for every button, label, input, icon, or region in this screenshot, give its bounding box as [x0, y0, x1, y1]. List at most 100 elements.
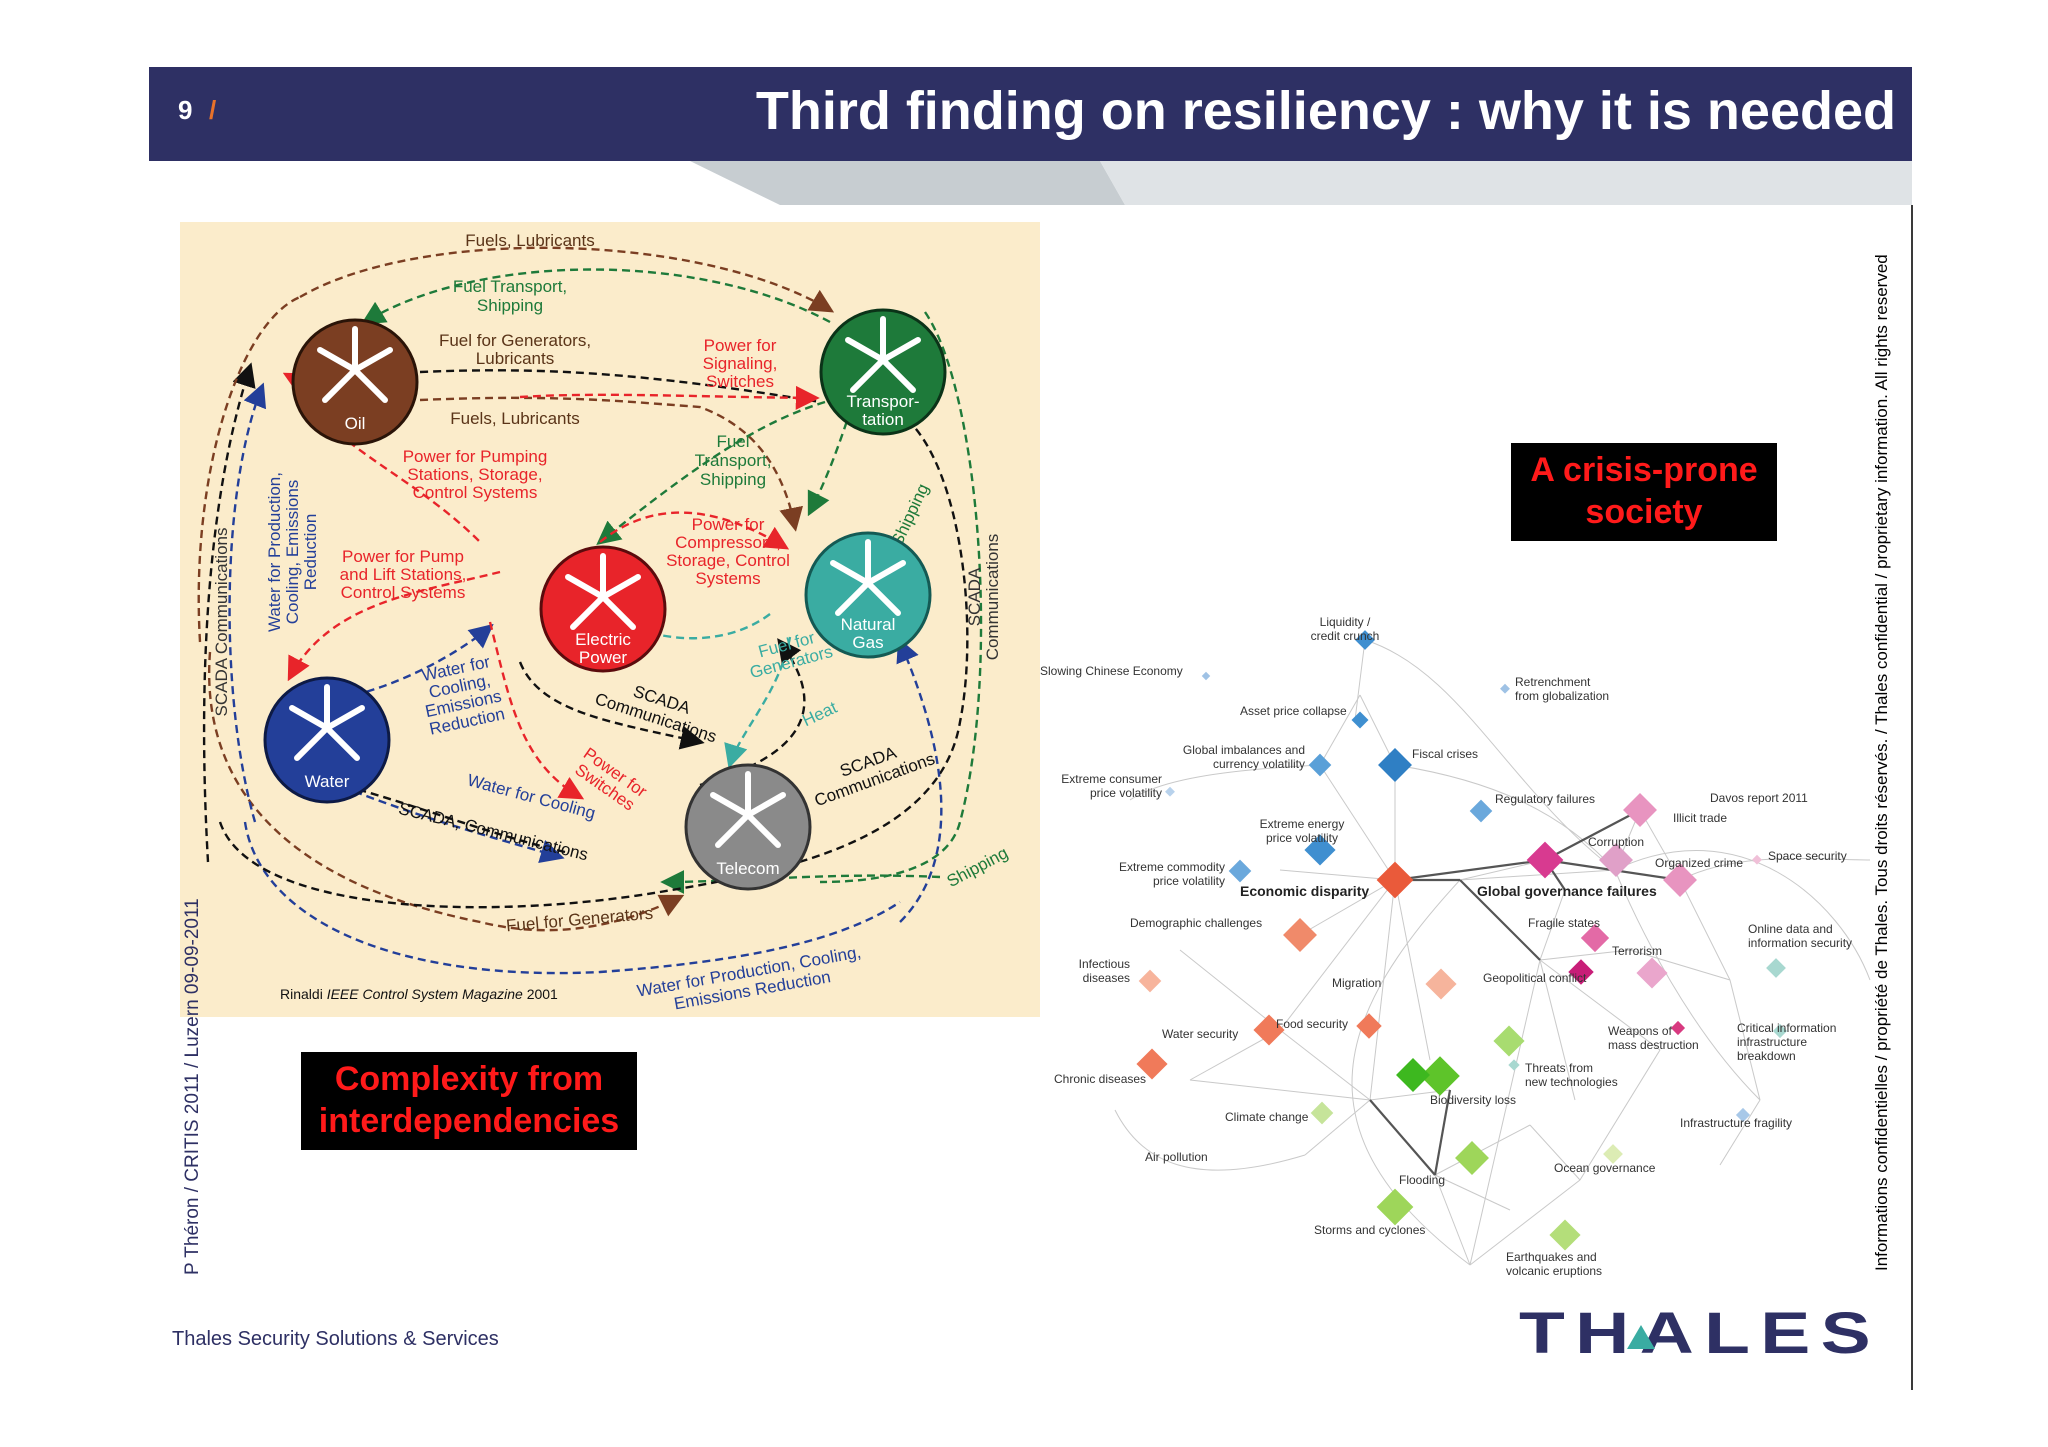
link-water-oil	[228, 382, 267, 823]
risk-label-organized-crime: Organized crime	[1655, 856, 1743, 870]
risk-node-extreme-consumer	[1165, 786, 1175, 797]
link-telecom-electric	[518, 661, 705, 750]
logo-accent	[1627, 1325, 1655, 1349]
node-oil: Oil	[291, 318, 419, 446]
risk-node-regulatory	[1469, 799, 1493, 823]
risk-nodes	[1136, 630, 1788, 1251]
node-water-label: Water	[305, 772, 350, 791]
risk-node-corruption	[1599, 843, 1633, 877]
label-water-production-bottom: Water for Production, Cooling,Emissions …	[636, 943, 866, 1017]
risk-label-economic-disparity: Economic disparity	[1240, 883, 1369, 899]
link-electric-water	[287, 570, 501, 682]
risk-node-organized-crime	[1663, 863, 1697, 897]
link-scada-transport	[218, 404, 969, 909]
title-bar	[149, 67, 1912, 161]
infrastructure-diagram: Fuels, Lubricants Fuel Transport,Shippin…	[180, 222, 1040, 1017]
risk-node-retrenchment	[1500, 683, 1510, 694]
risk-label-water-security: Water security	[1162, 1027, 1238, 1041]
risk-node-online-data	[1766, 958, 1786, 978]
label-fuel-generators-lubricants: Fuel for Generators,Lubricants	[439, 331, 591, 368]
interdependency-svg: Fuels, Lubricants Fuel Transport,Shippin…	[197, 231, 1011, 1017]
label-water-cooling-emissions: Water forCooling,EmissionsReduction	[416, 651, 507, 739]
risk-node-threats-tech	[1508, 1059, 1520, 1071]
risk-label-ocean: Ocean governance	[1554, 1161, 1656, 1175]
label-heat: Heat	[799, 698, 840, 731]
risk-label-source: Davos report 2011	[1710, 791, 1808, 805]
risk-label-fragile-states: Fragile states	[1528, 916, 1600, 930]
risk-label-global-governance: Global governance failures	[1477, 883, 1657, 899]
risk-label-corruption: Corruption	[1588, 835, 1644, 849]
link-oil-left-arc	[197, 295, 301, 643]
risk-node-infra-fragility	[1735, 1107, 1751, 1123]
side-credit: P Théron / CRITIS 2011 / Luzern 09-09-20…	[182, 898, 203, 1275]
link-transport-oil-shipping	[360, 268, 831, 325]
link-water-gas-right	[896, 637, 943, 923]
risk-node-earthquakes	[1549, 1219, 1581, 1251]
thales-logo: THALES	[1519, 1303, 1881, 1363]
risk-label-storms: Storms and cyclones	[1314, 1223, 1425, 1237]
risk-node-liquidity	[1355, 630, 1375, 650]
risk-label-biodiversity: Biodiversity loss	[1430, 1093, 1516, 1107]
risk-label-slowing-china: Slowing Chinese Economy	[1040, 664, 1183, 678]
link-electric-transport	[519, 385, 820, 410]
risk-node-demographic	[1283, 918, 1317, 952]
label-scada-right: SCADACommunications	[965, 534, 1002, 661]
risk-node-asset-price	[1351, 711, 1369, 729]
risk-node-infectious	[1138, 969, 1162, 993]
footer-company: Thales Security Solutions & Services	[172, 1328, 499, 1350]
link-water-telecom	[329, 780, 565, 863]
node-water: Water	[263, 676, 391, 804]
risk-label-space-security: Space security	[1768, 849, 1847, 863]
risk-node-fiscal-crises	[1378, 748, 1412, 782]
label-water-production-left: Water for Production,Cooling, EmissionsR…	[265, 472, 320, 632]
risk-node-food-security	[1356, 1013, 1382, 1039]
risk-label-asset-price: Asset price collapse	[1240, 704, 1347, 718]
risk-node-global-imbalances	[1308, 753, 1332, 777]
risk-node-slowing-china	[1201, 671, 1211, 681]
risk-label-chronic: Chronic diseases	[1054, 1072, 1146, 1086]
label-fuels-lubricants-mid: Fuels, Lubricants	[450, 409, 579, 428]
citation: Rinaldi IEEE Control System Magazine 200…	[280, 986, 558, 1002]
link-water-gas-bottom	[243, 821, 901, 975]
risk-links	[1114, 639, 1871, 1266]
risk-label-regulatory: Regulatory failures	[1495, 792, 1595, 806]
risk-node-terrorism	[1636, 957, 1668, 989]
risk-label-liquidity: Liquidity /credit crunch	[1311, 615, 1380, 643]
risk-label-infra-fragility: Infrastructure fragility	[1680, 1116, 1792, 1130]
callout-complexity: Complexity from interdependencies	[301, 1052, 637, 1150]
page-slash: /	[209, 95, 217, 125]
risk-node-critical-infra	[1772, 1023, 1788, 1039]
risk-node-flooding	[1455, 1141, 1489, 1175]
risk-node-extreme-commodity	[1228, 859, 1252, 883]
risk-node-illicit-trade	[1623, 793, 1657, 827]
risk-labels: Liquidity /credit crunch Slowing Chinese…	[1040, 615, 1852, 1278]
risk-node-air-pollution	[1310, 1101, 1334, 1125]
node-telecom: Telecom	[684, 763, 812, 891]
slide-title: Third finding on resiliency : why it is …	[755, 81, 1896, 141]
label-shipping-b: Shipping	[944, 843, 1011, 891]
callout-crisis-line2: society	[1585, 493, 1703, 531]
node-transportation: Transpor-tation	[819, 308, 947, 436]
callout-complexity-line2: interdependencies	[318, 1102, 620, 1140]
link-transport-shipping-right	[819, 311, 983, 884]
risk-label-terrorism: Terrorism	[1612, 944, 1662, 958]
risk-label-fiscal-crises: Fiscal crises	[1412, 747, 1478, 761]
link-transport-electric	[596, 400, 826, 545]
thales-wordmark: THALES	[1519, 1303, 1881, 1363]
confidentiality-notice: Informations confidentielles / propriété…	[1872, 254, 1891, 1271]
